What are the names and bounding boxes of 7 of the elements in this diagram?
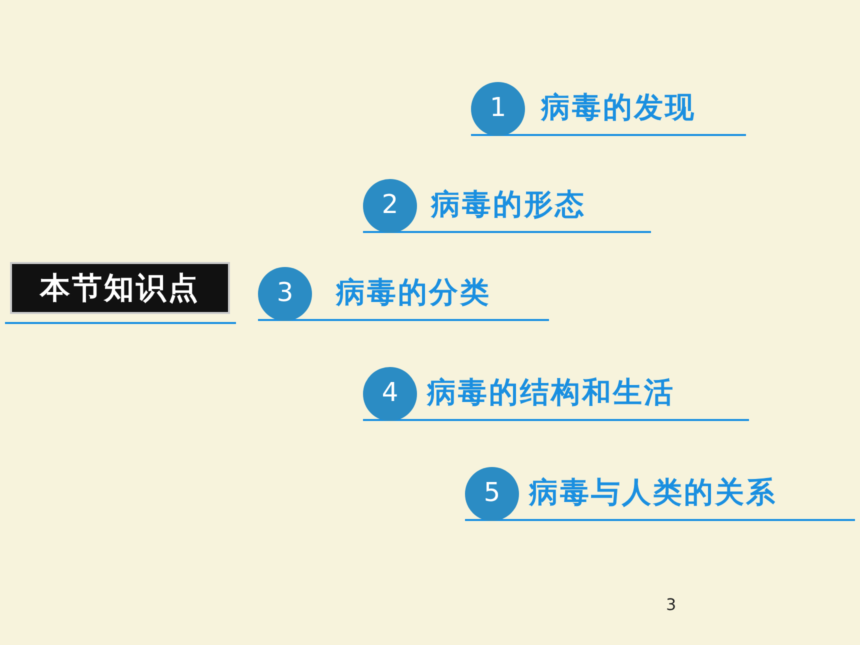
topic-title: 病毒的结构和生活: [427, 374, 675, 411]
topic-title: 病毒与人类的关系: [529, 474, 777, 511]
topic-title: 病毒的分类: [336, 274, 491, 311]
topic-title: 病毒的形态: [431, 186, 586, 223]
page-number: 3: [666, 594, 676, 616]
heading-box: 本节知识点: [10, 262, 230, 314]
topic-title: 病毒的发现: [541, 88, 696, 126]
